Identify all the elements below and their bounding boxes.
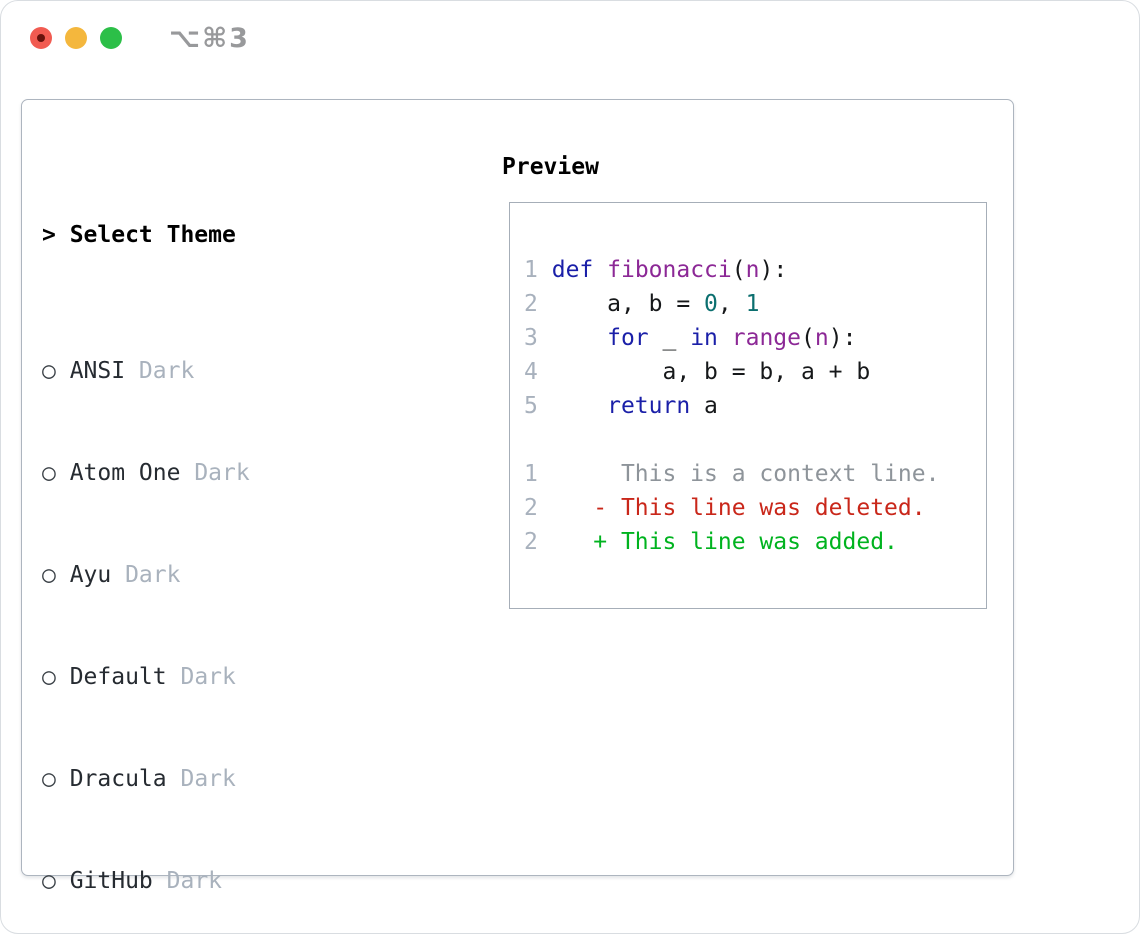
cursor-arrow-icon: > [42, 222, 56, 248]
variant-badge: Dark [180, 766, 236, 792]
variant-badge: Dark [138, 358, 195, 384]
radio-icon: ○ [42, 460, 56, 486]
radio-icon: ○ [42, 562, 56, 588]
titlebar: ⌥⌘3 [1, 1, 1139, 75]
window-title: ⌥⌘3 [169, 23, 250, 54]
preview-pane: 1 def fibonacci(n): 2 a, b = 0, 1 3 for _ … [509, 202, 987, 609]
variant-badge: Dark [180, 664, 236, 690]
preview-line: 3 for _ in range(n): [524, 325, 857, 351]
code-preview: 1 def fibonacci(n): 2 a, b = 0, 1 3 for _ … [524, 253, 986, 423]
preview-line: 2 a, b = 0, 1 [524, 291, 760, 317]
diff-preview: 1 This is a context line. 2 - This line w… [524, 457, 986, 559]
preview-line: 1 This is a context line. [524, 461, 940, 487]
variant-badge: Dark [125, 562, 181, 588]
variant-badge: Dark [194, 460, 250, 486]
radio-icon: ○ [42, 766, 56, 792]
radio-icon: ○ [42, 358, 56, 384]
radio-icon: ○ [42, 868, 56, 894]
preview-line: 5 return a [524, 393, 718, 419]
select-theme-header: > Select Theme [42, 218, 492, 252]
preview-line: 2 - This line was deleted. [524, 495, 926, 521]
variant-badge: Dark [166, 868, 223, 894]
select-theme-label: Select Theme [69, 222, 236, 248]
radio-icon: ○ [42, 664, 56, 690]
minimize-button[interactable] [65, 27, 87, 49]
preview-line: 2 + This line was added. [524, 529, 898, 555]
zoom-button[interactable] [100, 27, 122, 49]
close-dot-icon [37, 34, 45, 42]
close-button[interactable] [30, 27, 52, 49]
preview-line: 1 def fibonacci(n): [524, 257, 788, 283]
preview-line: 4 a, b = b, a + b [524, 359, 871, 385]
preview-title: Preview [502, 154, 599, 180]
